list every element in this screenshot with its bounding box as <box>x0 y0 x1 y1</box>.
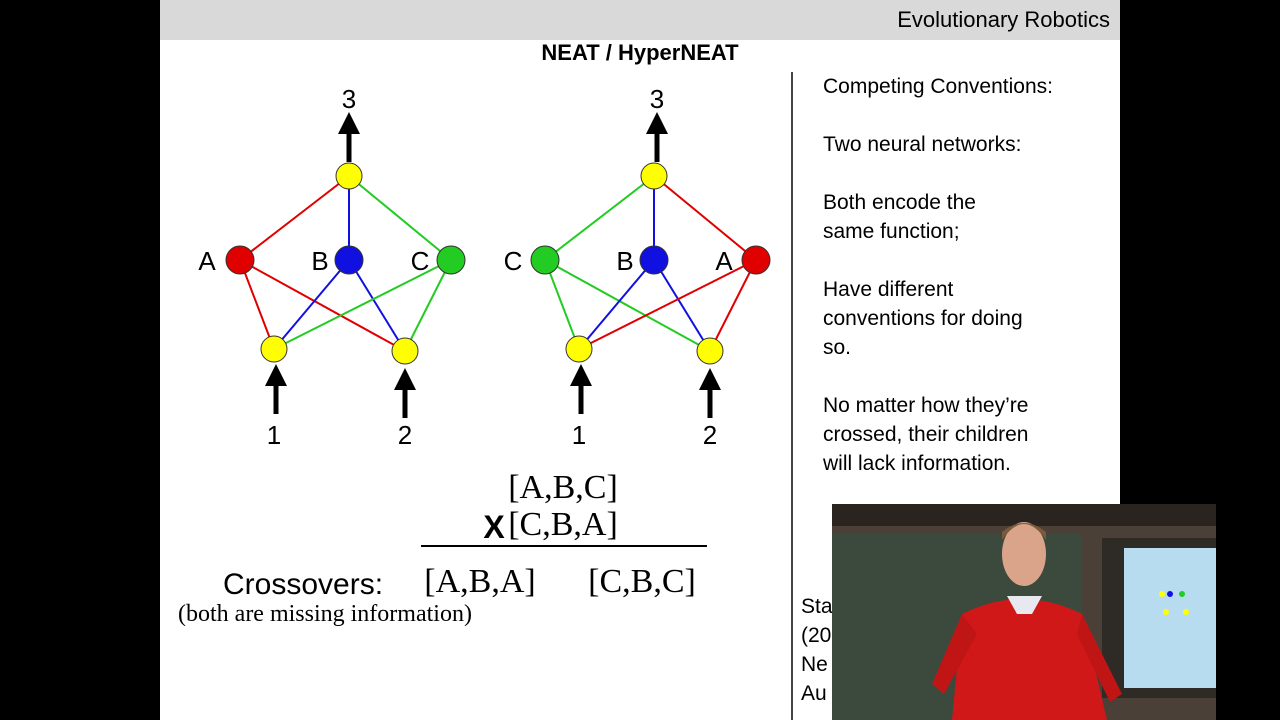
projected-slide <box>1124 548 1216 688</box>
crossovers-label: Crossovers: <box>223 568 383 601</box>
presenter-head <box>1002 522 1046 586</box>
output-arrow-icon <box>338 112 360 134</box>
input1-arrow-icon <box>265 364 287 386</box>
sidebar-para-4: Have different conventions for doing so. <box>823 275 1023 362</box>
edge-3-C <box>544 175 655 261</box>
slide-title: NEAT / HyperNEAT <box>541 40 739 65</box>
edge-C-2 <box>404 259 452 352</box>
course-title: Evolutionary Robotics <box>897 7 1110 32</box>
presenter-arm-right <box>1077 614 1122 702</box>
child1: [A,B,A] <box>424 563 535 600</box>
label-output: 3 <box>342 84 356 114</box>
label-input-2: 2 <box>703 420 717 450</box>
edge-A-2 <box>709 259 757 352</box>
edge-3-A <box>239 175 350 261</box>
label-input-2: 2 <box>398 420 412 450</box>
edge-A-1 <box>578 259 757 350</box>
edge-C-1 <box>273 259 452 350</box>
ceiling <box>832 504 1216 526</box>
parent2: [C,B,A] <box>508 506 618 543</box>
input1-arrow-icon <box>570 364 592 386</box>
projected-node-icon <box>1179 591 1185 597</box>
node-C <box>530 245 560 275</box>
label-hidden-2: B <box>616 246 633 276</box>
input2-arrow-icon <box>699 368 721 390</box>
projected-node-icon <box>1159 591 1165 597</box>
edge-C-1 <box>544 259 580 350</box>
label-hidden-2: B <box>311 246 328 276</box>
edge-B-1 <box>273 259 350 350</box>
node-B <box>334 245 364 275</box>
webcam-scene <box>832 504 1216 720</box>
projected-node-icon <box>1183 609 1189 615</box>
label-output: 3 <box>650 84 664 114</box>
label-input-1: 1 <box>572 420 586 450</box>
sidebar-line: will lack information. <box>823 452 1011 475</box>
sidebar-para-2: Two neural networks: <box>823 130 1021 159</box>
projected-node-icon <box>1167 591 1173 597</box>
label-hidden-3: A <box>715 246 733 276</box>
presenter-hair <box>1002 523 1046 540</box>
presenter-collar <box>1007 596 1042 614</box>
presenter-webcam <box>832 504 1216 720</box>
node-B <box>639 245 669 275</box>
child2: [C,B,C] <box>588 563 696 600</box>
right-network: 3 C B A 1 2 <box>504 84 771 450</box>
presenter-arm-left <box>932 614 977 694</box>
sidebar-line: Have different <box>823 278 954 301</box>
sidebar-para-1: Competing Conventions: <box>823 72 1053 101</box>
neat-diagram: 3 A B C 1 2 <box>178 84 771 627</box>
edge-C-2 <box>544 259 711 352</box>
crossover-operator: X <box>483 509 505 545</box>
edge-3-A <box>653 175 757 261</box>
edge-B-2 <box>348 259 406 352</box>
label-hidden-1: A <box>198 246 216 276</box>
crossover-note: (both are missing information) <box>178 601 472 627</box>
sidebar-line: Two neural networks: <box>823 133 1022 156</box>
edge-A-2 <box>239 259 406 352</box>
slide: Evolutionary Robotics NEAT / HyperNEAT <box>160 0 1120 720</box>
sidebar-line: No matter how they’re <box>823 394 1029 417</box>
sidebar-line: Both encode the <box>823 191 976 214</box>
sidebar-line: so. <box>823 336 852 359</box>
sidebar-line: Competing Conventions: <box>823 75 1053 98</box>
edge-3-C <box>348 175 452 261</box>
label-hidden-3: C <box>411 246 430 276</box>
sidebar-line: conventions for doing <box>823 307 1023 330</box>
sidebar-line: crossed, their children <box>823 423 1029 446</box>
citation-line: (20 <box>801 624 832 647</box>
edge-A-1 <box>239 259 275 350</box>
citation-line: Sta <box>801 595 833 618</box>
projected-node-icon <box>1163 609 1169 615</box>
divider <box>791 72 793 720</box>
sidebar-line: same function; <box>823 220 960 243</box>
node-C <box>436 245 466 275</box>
sidebar-para-5: No matter how they’re crossed, their chi… <box>823 391 1028 478</box>
header-bar: Evolutionary Robotics <box>160 0 1120 40</box>
citation: Sta (20 Ne Au <box>801 592 833 708</box>
label-hidden-1: C <box>504 246 523 276</box>
parent1: [A,B,C] <box>508 469 618 506</box>
citation-line: Ne <box>801 653 828 676</box>
node-A <box>225 245 255 275</box>
edge-B-1 <box>578 259 655 350</box>
node-input-1 <box>260 335 288 363</box>
node-A <box>741 245 771 275</box>
node-output <box>335 162 363 190</box>
left-network: 3 A B C 1 2 <box>198 84 466 450</box>
input2-arrow-icon <box>394 368 416 390</box>
node-output <box>640 162 668 190</box>
citation-line: Au <box>801 682 827 705</box>
sidebar-para-3: Both encode the same function; <box>823 188 976 246</box>
edge-B-2 <box>653 259 711 352</box>
output-arrow-icon <box>646 112 668 134</box>
presenter-sweater <box>952 599 1107 720</box>
node-input-1 <box>565 335 593 363</box>
node-input-2 <box>696 337 724 365</box>
crossover-block: [A,B,C] X [C,B,A] Crossovers: [A,B,A] [C… <box>178 469 707 627</box>
node-input-2 <box>391 337 419 365</box>
label-input-1: 1 <box>267 420 281 450</box>
